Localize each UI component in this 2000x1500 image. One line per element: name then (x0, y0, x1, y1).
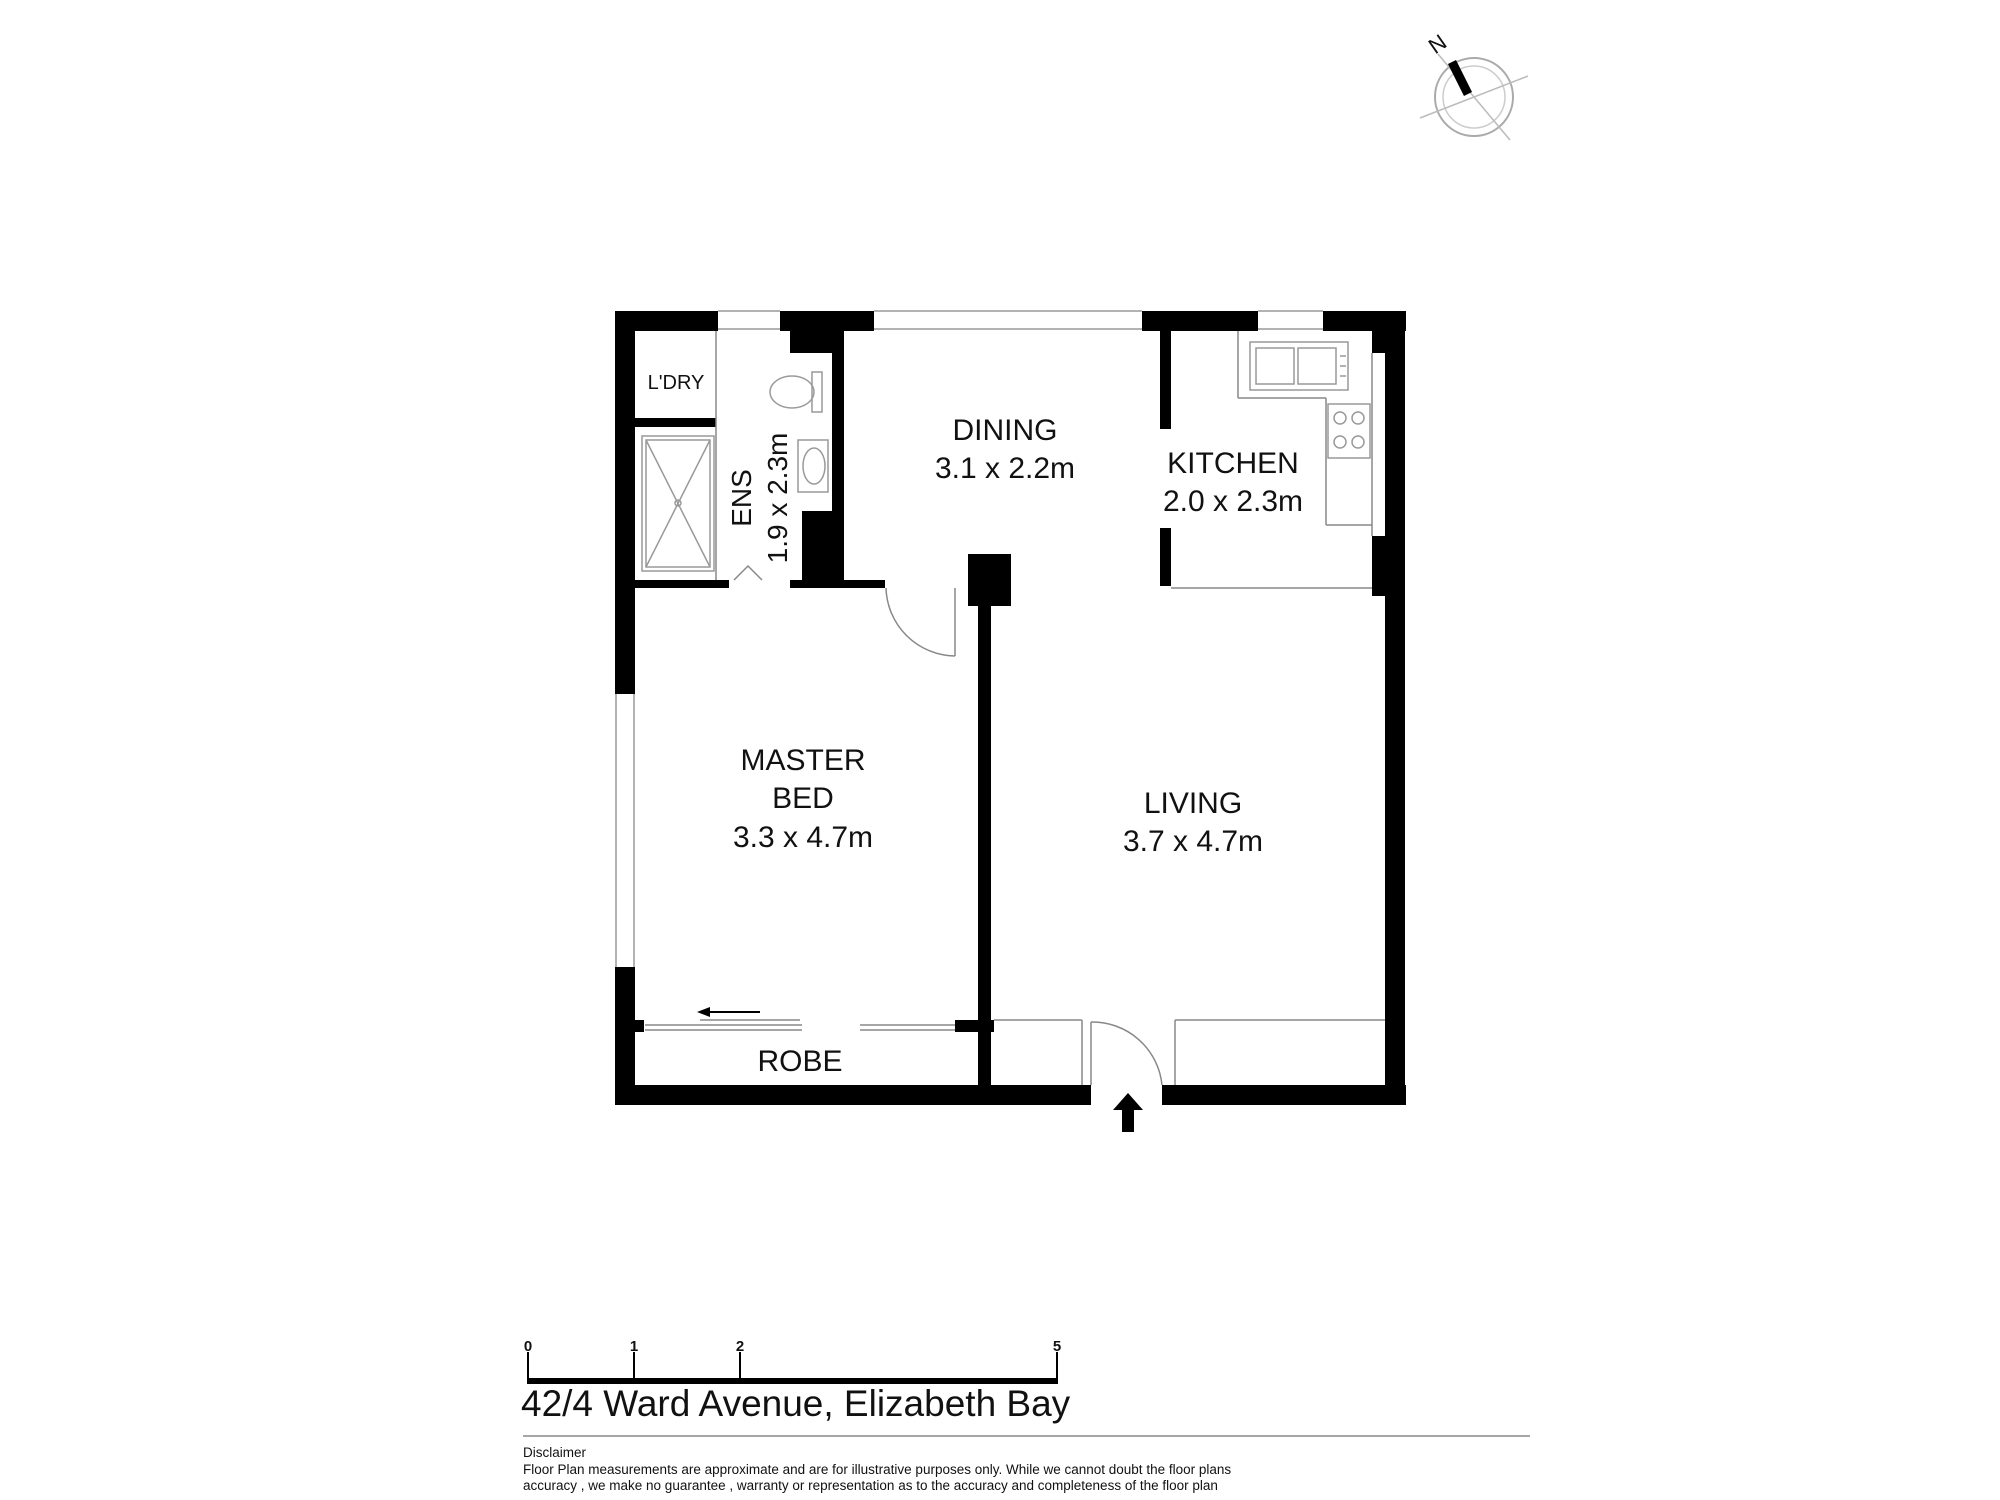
room-name-robe: ROBE (757, 1045, 842, 1078)
room-name-kitchen: KITCHEN (1167, 447, 1299, 480)
toilet-icon (769, 371, 823, 413)
room-name-master-bed-line1: MASTER (740, 744, 865, 777)
room-dims-kitchen: 2.0 x 2.3m (1163, 485, 1303, 518)
door-swing-icon (733, 564, 1163, 1086)
shower-icon (641, 435, 715, 572)
disclaimer-heading: Disclaimer (523, 1445, 587, 1460)
scale-tick-5: 5 (1053, 1338, 1061, 1355)
room-name-master-bed-line2: BED (772, 782, 834, 815)
disclaimer-line-2: accuracy , we make no guarantee , warran… (523, 1478, 1218, 1493)
room-name-living: LIVING (1144, 787, 1242, 820)
room-labels: L'DRY DINING 3.1 x 2.2m KITCHEN 2.0 x 2.… (648, 372, 1303, 1078)
compass-icon: N (1419, 29, 1529, 141)
entry-arrow-icon (1113, 1093, 1143, 1132)
walls (615, 311, 1406, 1105)
cooktop-icon (1327, 403, 1371, 459)
disclaimer-line-1: Floor Plan measurements are approximate … (523, 1462, 1232, 1477)
property-address: 42/4 Ward Avenue, Elizabeth Bay (521, 1383, 1071, 1424)
scale-tick-2: 2 (736, 1338, 744, 1355)
room-dims-ensuite: 1.9 x 2.3m (762, 433, 793, 564)
room-dims-master-bed: 3.3 x 4.7m (733, 821, 873, 854)
scale-tick-1: 1 (630, 1338, 638, 1355)
scale-tick-0: 0 (524, 1338, 532, 1355)
sliding-door-arrow-icon (697, 1007, 760, 1017)
scale-bar: 0 1 2 5 (524, 1338, 1061, 1384)
basin-icon (797, 439, 829, 493)
room-dims-living: 3.7 x 4.7m (1123, 825, 1263, 858)
room-name-ensuite: ENS (726, 469, 757, 527)
room-dims-dining: 3.1 x 2.2m (935, 452, 1075, 485)
compass-north-label: N (1424, 29, 1451, 59)
room-name-dining: DINING (953, 414, 1058, 447)
room-name-laundry: L'DRY (648, 372, 705, 394)
sink-icon (1249, 341, 1349, 391)
interior-lines (645, 331, 1385, 1085)
windows (615, 310, 1323, 967)
